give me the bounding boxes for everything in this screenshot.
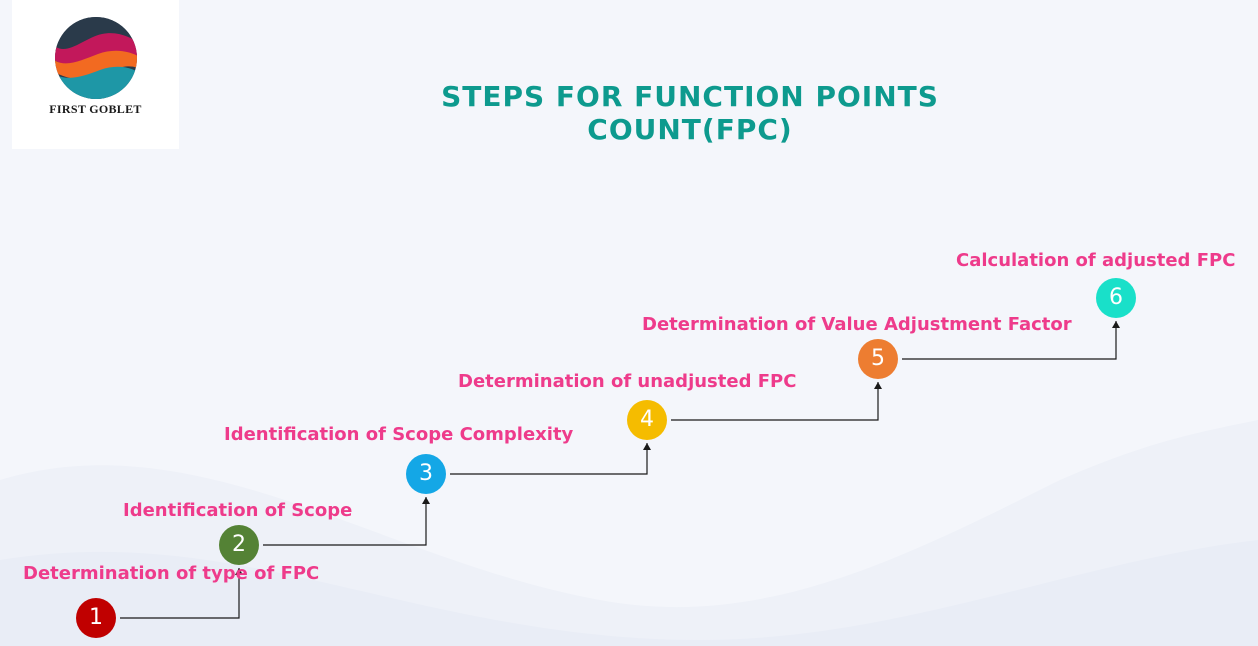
connector-1-to-2 — [120, 568, 240, 619]
step-label-3: Identification of Scope Complexity — [224, 424, 574, 445]
arrowhead-2 — [235, 568, 243, 575]
connector-2-to-3 — [263, 497, 427, 546]
step-node-4: 4 — [627, 400, 667, 440]
step-label-5: Determination of Value Adjustment Factor — [642, 314, 1072, 335]
arrowhead-3 — [422, 497, 430, 504]
step-node-2: 2 — [219, 525, 259, 565]
step-node-6: 6 — [1096, 278, 1136, 318]
brand-logo-icon — [55, 17, 137, 99]
step-label-4: Determination of unadjusted FPC — [458, 371, 797, 392]
step-node-3: 3 — [406, 454, 446, 494]
brand-name: FIRST GOBLET — [49, 102, 142, 116]
page-title: STEPS FOR FUNCTION POINTS COUNT(FPC) — [441, 80, 939, 146]
step-node-1: 1 — [76, 598, 116, 638]
connector-3-to-4 — [450, 443, 648, 475]
arrowhead-4 — [643, 443, 651, 450]
connector-5-to-6 — [902, 321, 1117, 360]
step-label-1: Determination of type of FPC — [23, 563, 320, 584]
step-label-2: Identification of Scope — [123, 500, 353, 521]
connector-4-to-5 — [671, 382, 879, 421]
logo-card: FIRST GOBLET — [12, 0, 179, 149]
step-label-6: Calculation of adjusted FPC — [956, 250, 1236, 271]
arrowhead-6 — [1112, 321, 1120, 328]
arrowhead-5 — [874, 382, 882, 389]
step-node-5: 5 — [858, 339, 898, 379]
